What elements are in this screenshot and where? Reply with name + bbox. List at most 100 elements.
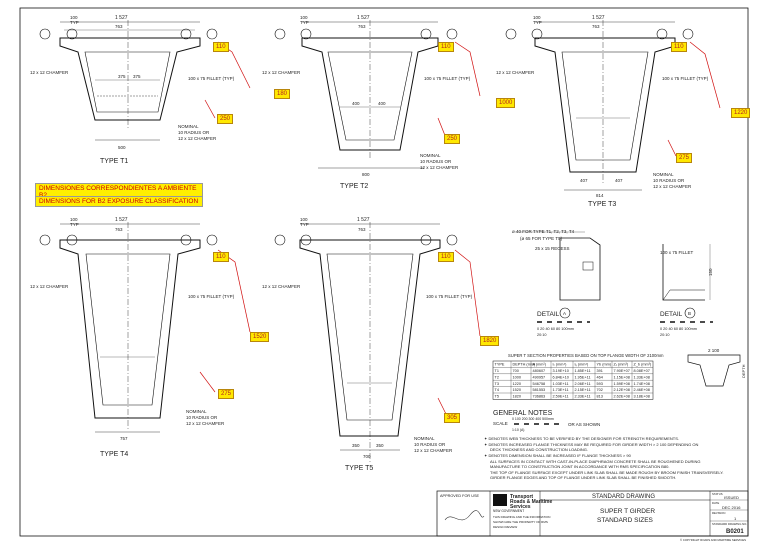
t2-chamfer: 12 x 12 CHAMFER (262, 70, 301, 75)
t3-ann-low: 275 (676, 153, 693, 163)
t2-top-dim: 1 527 (357, 15, 370, 21)
t3-web: 100 (533, 15, 541, 20)
t5-half-bot-b: 350 (376, 443, 384, 448)
detail-b: 100 x 75 FILLET 150 DETAIL B 0 20 40 60 … (660, 244, 713, 337)
t2-half-bot-a: 400 (352, 101, 360, 106)
detail-b-label1: 100 x 75 FILLET (660, 250, 694, 255)
t3-ann-top: 110 (671, 42, 687, 52)
t1-half-top: 763 (115, 24, 123, 29)
detail-a: ø 40 FOR TYPE T1, T2, T3, T4 (ø 65 FOR T… (512, 229, 601, 337)
t4-chamfer2: 12 x 12 CHAMFER (186, 421, 225, 426)
table-cell: 391 (597, 369, 603, 373)
t3-bottom: 814 (596, 193, 604, 198)
table-header-cell: DEPTH (mm) (513, 363, 537, 367)
table-cell: T1 (495, 369, 499, 373)
t1-radius: 10 RADIUS OR (178, 130, 210, 135)
notes-scale-ticks: 0 100 200 300 400 500mm (512, 417, 554, 421)
table-cell: 490957 (533, 375, 546, 379)
table-cell: 6.84E+10 (553, 375, 569, 379)
rms-logo (493, 494, 507, 506)
t5-fillet: 100 x 75 FILLET (TYP) (426, 294, 473, 299)
t3-half-bot-b: 407 (615, 178, 623, 183)
section-properties-table: SUPER T SECTION PROPERTIES BASED ON TOP … (492, 353, 664, 400)
table-cell: T5 (495, 395, 499, 399)
notes-heading: GENERAL NOTES (493, 410, 553, 417)
detail-b-scale: 0 20 40 60 80 100mm (660, 327, 697, 331)
table-cell: 1.33E+08 (634, 375, 650, 379)
t5-half-top: 763 (358, 227, 366, 232)
t2-ann-web: 1000 (496, 98, 516, 108)
table-cell: 2.62E+08 (614, 395, 630, 399)
t4-web-typ: TYP (70, 222, 79, 227)
detail-b-dim: 150 (708, 268, 713, 276)
t4-radius: 10 RADIUS OR (186, 415, 218, 420)
table-cell: 2.59E+11 (553, 395, 569, 399)
table-cell: 1520 (513, 388, 521, 392)
signature-mark (444, 510, 485, 521)
t3-fillet: 100 x 75 FILLET (TYP) (662, 76, 709, 81)
note-4b: MANUFACTURE TO CONSTRUCTION JOINT IN ACC… (490, 464, 670, 469)
table-cell: 2.06E+11 (575, 382, 591, 386)
t4-half-top: 763 (115, 227, 123, 232)
detail-b-tag: B (688, 311, 691, 316)
t3-ann-web: 1220 (731, 108, 751, 118)
t5-ann-web: 1820 (480, 336, 500, 346)
tb-copyright: © COPYRIGHT ROADS AND MARITIME SERVICES (680, 538, 746, 542)
t1-half-bot-b: 375 (133, 74, 141, 79)
t5-chamfer2: 12 x 12 CHAMFER (414, 448, 453, 453)
table-cell: 1.95E+11 (575, 375, 591, 379)
tb-rev-label: REVISION (712, 511, 725, 515)
tb-title1: SUPER T GIRDER (600, 508, 655, 515)
tb-fine3: DESIGN REVIEW (493, 525, 517, 529)
tb-fine2: SHOWN ARE THE PROPERTY OF RMS (493, 520, 548, 524)
tb-status: ISSUED (724, 495, 739, 500)
girder-t4: 1 527 763 100 TYP 757 12 x 12 CHAMFER 10… (30, 217, 251, 458)
t1-ann-top: 110 (213, 42, 229, 52)
t1-nominal: NOMINAL (178, 124, 199, 129)
table-cell: 546758 (533, 382, 546, 386)
table-cell: 1.85E+11 (575, 369, 591, 373)
t5-web: 100 (300, 217, 308, 222)
table-cell: T3 (495, 382, 499, 386)
detail-a-scale-sub: 20:10 (537, 333, 547, 337)
table-cell: 2.33E+11 (575, 395, 591, 399)
table-cell: 3.19E+10 (553, 369, 569, 373)
t1-chamfer2: 12 x 12 CHAMFER (178, 136, 217, 141)
table-cell: 3.18E+08 (634, 395, 650, 399)
t3-chamfer2: 12 x 12 CHAMFER (653, 184, 692, 189)
tb-status-label: STATUS (712, 492, 723, 496)
tb-dwg-label: STANDARD DRAWING NO. (712, 522, 747, 526)
t4-fillet: 100 x 75 FILLET (TYP) (188, 294, 235, 299)
t2-half-top: 763 (358, 24, 366, 29)
title-block: APPROVED FOR USE Transport Roads & Marit… (436, 490, 749, 542)
t1-web-typ: TYP (70, 20, 79, 25)
table-cell: 480607 (533, 369, 546, 373)
detail-a-label2: (ø 65 FOR TYPE T5) (520, 236, 563, 241)
table-header-cell: Z_b (mm³) (634, 363, 652, 367)
tb-date: DEC 2016 (722, 505, 741, 510)
t1-half-bot-a: 375 (118, 74, 126, 79)
t2-half-bot-b: 400 (378, 101, 386, 106)
small-section: 2 100 DEPTH (687, 348, 746, 387)
girder-t5: 1 527 763 100 TYP 350 350 700 12 x 12 CH… (262, 217, 481, 472)
detail-a-label1: ø 40 FOR TYPE T1, T2, T3, T4 (512, 229, 575, 234)
tb-org2: Roads & Maritime (510, 499, 552, 505)
table-cell: 702 (597, 388, 603, 392)
table-cell: 1820 (513, 395, 521, 399)
small-section-top: 2 100 (708, 348, 720, 353)
t4-ann-web: 1520 (250, 332, 270, 342)
note-b2-en: DIMENSIONS FOR B2 EXPOSURE CLASSIFICATIO… (35, 196, 203, 207)
t1-ann-low: 250 (217, 114, 234, 124)
t3-top-dim: 1 527 (592, 15, 605, 21)
t3-radius: 10 RADIUS OR (653, 178, 685, 183)
t2-nominal: NOMINAL (420, 153, 441, 158)
t1-web: 100 (70, 15, 78, 20)
table-cell: 1000 (513, 375, 521, 379)
detail-a-label3: 25 x 15 RECESS (535, 246, 570, 251)
t5-top-dim: 1 527 (357, 217, 370, 223)
t4-title: TYPE T4 (100, 451, 128, 458)
table-header-cell: TYPE (495, 363, 505, 367)
t3-half-top: 763 (592, 24, 600, 29)
t1-ann-side: 180 (274, 89, 291, 99)
table-cell: 1.03E+11 (553, 382, 569, 386)
